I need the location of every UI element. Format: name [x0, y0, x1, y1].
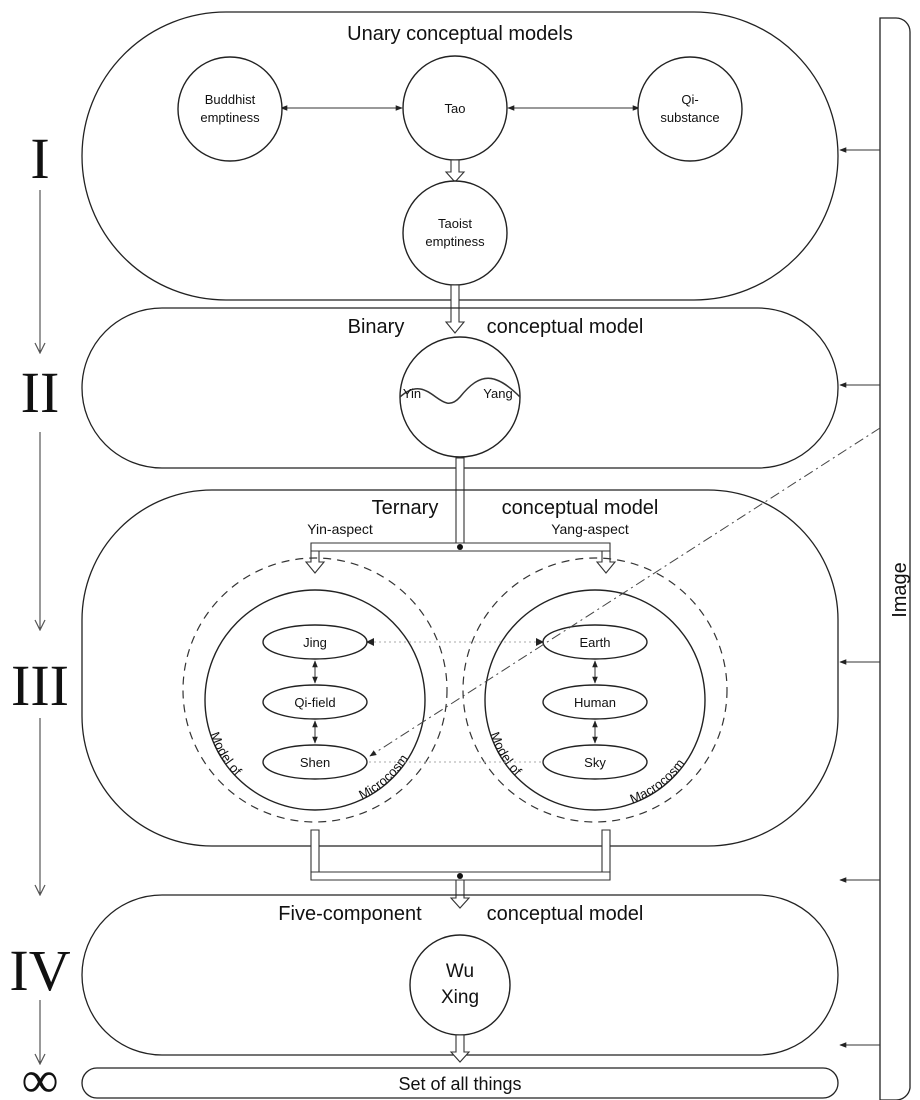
- taoist-emptiness-node: Taoist emptiness: [402, 180, 508, 286]
- level-3-numeral: III: [11, 653, 69, 718]
- level-progression: I II III IV ∞: [9, 126, 70, 1100]
- shen-label: Shen: [300, 755, 330, 770]
- wu-xing-node: Wu Xing: [409, 934, 511, 1036]
- tao-label: Tao: [445, 101, 466, 116]
- jing-label: Jing: [303, 635, 327, 650]
- qi-field-node: [262, 684, 368, 720]
- level-infinity: ∞: [21, 1052, 58, 1100]
- shen-node: [262, 744, 368, 780]
- sky-node: [542, 744, 648, 780]
- earth-label: Earth: [579, 635, 610, 650]
- five-component-panel: Five-component conceptual model Wu Xing: [81, 894, 839, 1056]
- binary-title-part1: Binary: [348, 316, 405, 338]
- wu-label: Wu: [446, 961, 474, 982]
- five-title-part1: Five-component: [278, 903, 422, 925]
- qi-line2: substance: [660, 110, 719, 125]
- yin-yang-node: Yin Yang: [399, 336, 521, 458]
- yin-aspect-label: Yin-aspect: [307, 521, 373, 537]
- buddhist-line2: emptiness: [200, 110, 260, 125]
- taoist-to-yinyang-arrow: [444, 284, 466, 334]
- yin-label: Yin: [403, 386, 421, 401]
- image-bar-frame: [879, 17, 911, 1100]
- micro-down-shaft: [310, 829, 320, 873]
- five-title-part2: conceptual model: [487, 903, 644, 925]
- wuxing-to-all-arrow: [449, 1034, 471, 1063]
- qi-field-label: Qi-field: [294, 695, 335, 710]
- qi-line1: Qi-: [681, 92, 698, 107]
- taoist-line1: Taoist: [438, 216, 472, 231]
- image-sidebar: Image: [839, 17, 911, 1100]
- binary-panel: Binary conceptual model Yin Yang: [81, 307, 839, 469]
- macrocosm-outer-dashed: [462, 557, 728, 823]
- sky-label: Sky: [584, 755, 606, 770]
- image-to-shen-link: [369, 427, 881, 757]
- yinyang-to-split-shaft: [455, 457, 465, 544]
- ternary-title-part1: Ternary: [372, 497, 439, 519]
- buddhist-line1: Buddhist: [205, 92, 256, 107]
- microcosm-outer-dashed: [182, 557, 448, 823]
- merge-junction-dot: [457, 873, 463, 879]
- human-label: Human: [574, 695, 616, 710]
- yang-aspect-arrow: [595, 550, 617, 574]
- unary-panel: Unary conceptual models Buddhist emptine…: [81, 11, 839, 301]
- level-2-numeral: II: [21, 360, 60, 425]
- all-things-panel: Set of all things: [81, 1067, 839, 1099]
- unary-panel-frame: [81, 11, 839, 301]
- buddhist-emptiness-node: Buddhist emptiness: [177, 56, 283, 162]
- yin-aspect-arrow: [304, 550, 326, 574]
- ternary-title-part2: conceptual model: [502, 497, 659, 519]
- all-things-label: Set of all things: [398, 1074, 521, 1094]
- level-4-numeral: IV: [9, 938, 70, 1003]
- level-1-numeral: I: [30, 126, 49, 191]
- image-label: Image: [889, 562, 911, 618]
- human-node: [542, 684, 648, 720]
- ternary-panel: Ternary conceptual model Yin-aspect Yang…: [81, 427, 881, 847]
- macrocosm-model: Earth Human Sky Model of Macrocosm: [462, 557, 728, 823]
- tao-node: Tao: [402, 55, 508, 161]
- macro-down-shaft: [601, 829, 611, 873]
- ternary-panel-frame: [81, 489, 839, 847]
- yang-aspect-label: Yang-aspect: [551, 521, 629, 537]
- xing-label: Xing: [441, 987, 479, 1008]
- unary-title: Unary conceptual models: [347, 23, 573, 45]
- taoist-line2: emptiness: [425, 234, 485, 249]
- yang-label: Yang: [483, 386, 512, 401]
- qi-substance-node: Qi- substance: [637, 56, 743, 162]
- tao-to-taoist-arrow: [444, 159, 466, 183]
- merge-to-wuxing-arrow: [449, 879, 471, 909]
- split-junction-dot: [457, 544, 463, 550]
- yin-yang-divider: [399, 377, 521, 404]
- all-things-frame: [81, 1067, 839, 1099]
- microcosm-model: Jing Qi-field Shen Model of Microcosm: [182, 557, 448, 823]
- binary-title-part2: conceptual model: [487, 316, 644, 338]
